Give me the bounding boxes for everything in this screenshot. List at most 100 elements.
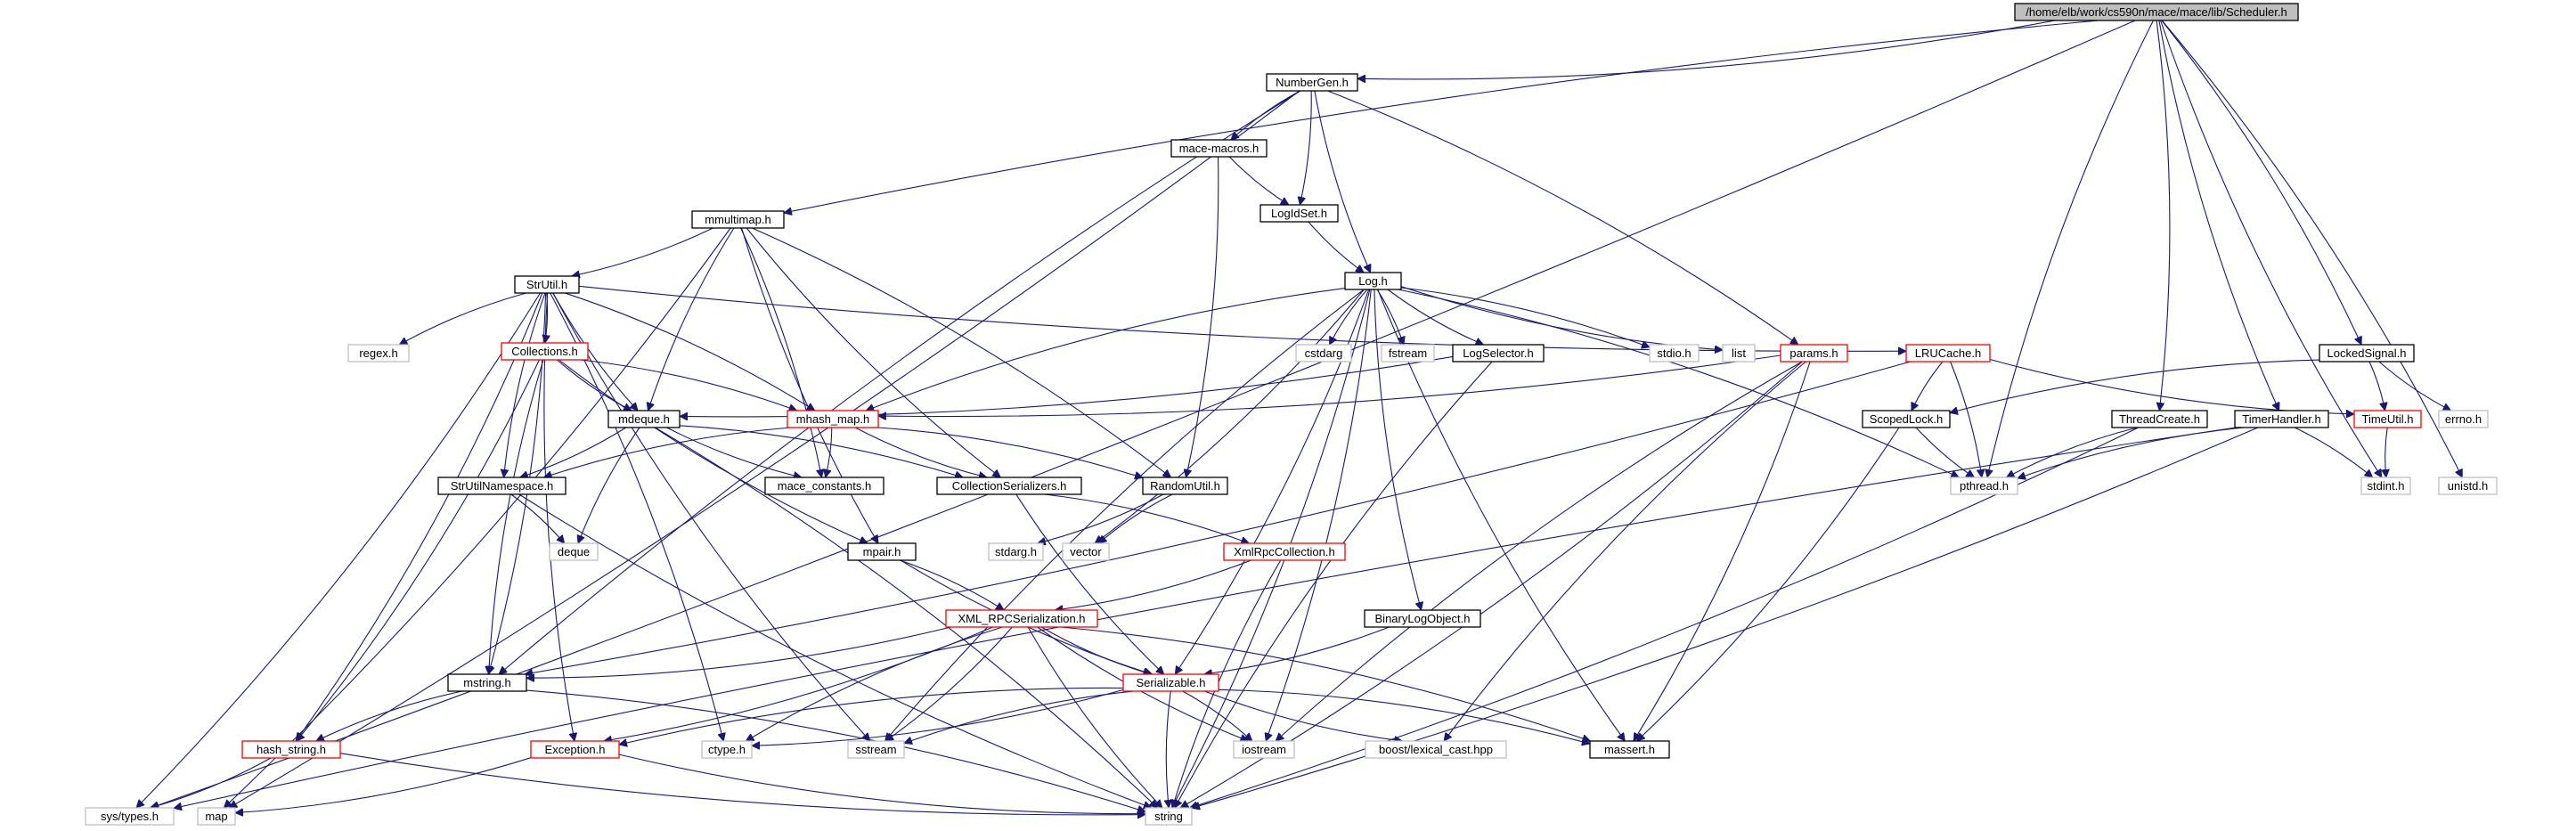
edge-randomutil-to-vector	[1098, 493, 1173, 543]
node-map: map	[197, 807, 236, 826]
node-timerhandler[interactable]: TimerHandler.h	[2234, 410, 2329, 428]
edge-log-to-mhashmap	[866, 288, 1346, 411]
node-randomutil[interactable]: RandomUtil.h	[1142, 477, 1228, 495]
edge-scheduler-to-pthread	[1987, 20, 2154, 477]
edge-log-to-list	[1400, 286, 1723, 350]
node-box-stdio	[1649, 344, 1700, 363]
edge-collections-to-mhashmap	[580, 359, 797, 411]
node-label-cstdarg: cstdarg	[1305, 346, 1343, 360]
node-box-randomutil	[1142, 477, 1228, 495]
edge-randomutil-to-stdarg	[1038, 493, 1164, 543]
edge-numbergen-to-params	[1327, 90, 1798, 345]
edge-mdeque-to-strutilns	[520, 427, 627, 477]
node-timeutil[interactable]: TimeUtil.h	[2353, 410, 2422, 428]
node-logidset[interactable]: LogIdSet.h	[1259, 204, 1339, 223]
edge-lrucache-to-timeutil	[1989, 358, 2354, 414]
node-log[interactable]: Log.h	[1344, 272, 1402, 290]
edge-mdeque-to-string	[655, 427, 1158, 808]
edge-numbergen-to-map	[229, 90, 1300, 808]
node-hashstring[interactable]: hash_string.h	[241, 740, 341, 759]
node-label-strutil: StrUtil.h	[526, 278, 567, 291]
node-box-xmlrpcser	[945, 609, 1098, 628]
node-label-regex: regex.h	[359, 346, 397, 360]
node-collser[interactable]: CollectionSerializers.h	[936, 477, 1082, 495]
node-macemacros[interactable]: mace-macros.h	[1170, 139, 1268, 158]
node-box-deque	[549, 542, 599, 561]
node-label-xmlrpccoll: XmlRpcCollection.h	[1234, 545, 1334, 558]
node-box-threadcreate	[2111, 410, 2208, 428]
edge-lrucache-to-pthread	[1950, 361, 1982, 477]
node-iostream: iostream	[1233, 740, 1295, 759]
node-xmlrpcser[interactable]: XML_RPCSerialization.h	[945, 609, 1098, 628]
node-label-strutilns: StrUtilNamespace.h	[451, 479, 554, 493]
node-box-exception	[530, 740, 620, 759]
node-label-mmultimap: mmultimap.h	[705, 213, 770, 226]
node-label-mstring: mstring.h	[463, 676, 510, 689]
node-label-maceconst: mace_constants.h	[778, 479, 872, 493]
node-scopedlock[interactable]: ScopedLock.h	[1862, 410, 1951, 428]
node-label-logselector: LogSelector.h	[1463, 346, 1534, 360]
node-params[interactable]: params.h	[1780, 344, 1848, 363]
node-serializable[interactable]: Serializable.h	[1122, 673, 1219, 692]
node-label-iostream: iostream	[1242, 743, 1286, 756]
node-mpair[interactable]: mpair.h	[847, 542, 917, 561]
edge-mhashmap-to-randomutil	[877, 427, 1143, 478]
edge-strutil-to-mhashmap	[565, 292, 815, 411]
edge-log-to-logselector	[1387, 289, 1484, 345]
node-box-map	[197, 807, 236, 826]
edge-hashstring-to-string	[339, 753, 1145, 815]
edge-serializable-to-ctype	[752, 688, 1124, 746]
node-box-xmlrpccoll	[1223, 542, 1346, 561]
node-string: string	[1145, 807, 1193, 826]
edge-collections-to-mstring	[489, 359, 544, 674]
edge-serializable-to-string	[1166, 690, 1170, 808]
node-threadcreate[interactable]: ThreadCreate.h	[2111, 410, 2208, 428]
edge-xmlrpcser-to-sstream	[885, 626, 1013, 741]
edge-strutil-to-regex	[399, 292, 526, 345]
node-binarylog[interactable]: BinaryLogObject.h	[1364, 609, 1481, 628]
node-mhashmap[interactable]: mhash_map.h	[787, 410, 879, 428]
node-label-exception: Exception.h	[545, 743, 606, 756]
node-strutilns[interactable]: StrUtilNamespace.h	[437, 477, 567, 495]
node-box-stdarg	[988, 542, 1044, 561]
node-strutil[interactable]: StrUtil.h	[514, 275, 580, 294]
node-collections[interactable]: Collections.h	[501, 342, 589, 361]
node-box-log	[1344, 272, 1402, 290]
edge-timerhandler-to-systypes	[174, 427, 2237, 808]
edge-exception-to-map	[235, 757, 532, 813]
node-label-unistd: unistd.h	[2448, 479, 2489, 493]
node-lockedsignal[interactable]: LockedSignal.h	[2319, 344, 2415, 363]
edge-params-to-mhashmap	[878, 354, 1781, 417]
node-systypes: sys/types.h	[85, 807, 175, 826]
node-label-mpair: mpair.h	[863, 545, 901, 558]
node-box-collections	[501, 342, 589, 361]
node-label-errno: errno.h	[2445, 412, 2482, 426]
node-label-macemacros: mace-macros.h	[1179, 142, 1259, 155]
edge-xmlrpcser-to-mstring	[526, 626, 951, 678]
edge-strutil-to-sstream	[552, 292, 870, 741]
node-maceconst[interactable]: mace_constants.h	[764, 477, 884, 495]
node-label-timerhandler: TimerHandler.h	[2242, 412, 2320, 426]
edge-lrucache-to-mstring	[525, 361, 1912, 674]
node-massert[interactable]: massert.h	[1589, 740, 1670, 759]
edge-lockedsignal-to-scopedlock	[1950, 359, 2320, 412]
node-exception[interactable]: Exception.h	[530, 740, 620, 759]
node-box-scheduler	[2014, 3, 2299, 21]
node-xmlrpccoll[interactable]: XmlRpcCollection.h	[1223, 542, 1346, 561]
node-mstring[interactable]: mstring.h	[447, 673, 527, 692]
node-numbergen[interactable]: NumberGen.h	[1266, 73, 1358, 92]
node-scheduler[interactable]: /home/elb/work/cs590n/mace/mace/lib/Sche…	[2014, 3, 2299, 21]
node-logselector[interactable]: LogSelector.h	[1452, 344, 1545, 363]
node-label-logidset: LogIdSet.h	[1271, 207, 1327, 220]
edge-threadcreate-to-pthread	[2007, 427, 2138, 478]
edge-strutil-to-mdeque	[552, 292, 638, 411]
edge-mmultimap-to-collser	[746, 227, 1000, 477]
node-lrucache[interactable]: LRUCache.h	[1905, 344, 1991, 363]
node-label-string: string	[1154, 810, 1183, 823]
node-ctype: ctype.h	[701, 740, 753, 759]
node-label-scopedlock: ScopedLock.h	[1870, 412, 1943, 426]
node-box-binarylog	[1364, 609, 1481, 628]
node-box-logselector	[1452, 344, 1545, 363]
node-mdeque[interactable]: mdeque.h	[607, 410, 681, 428]
node-mmultimap[interactable]: mmultimap.h	[691, 210, 785, 229]
